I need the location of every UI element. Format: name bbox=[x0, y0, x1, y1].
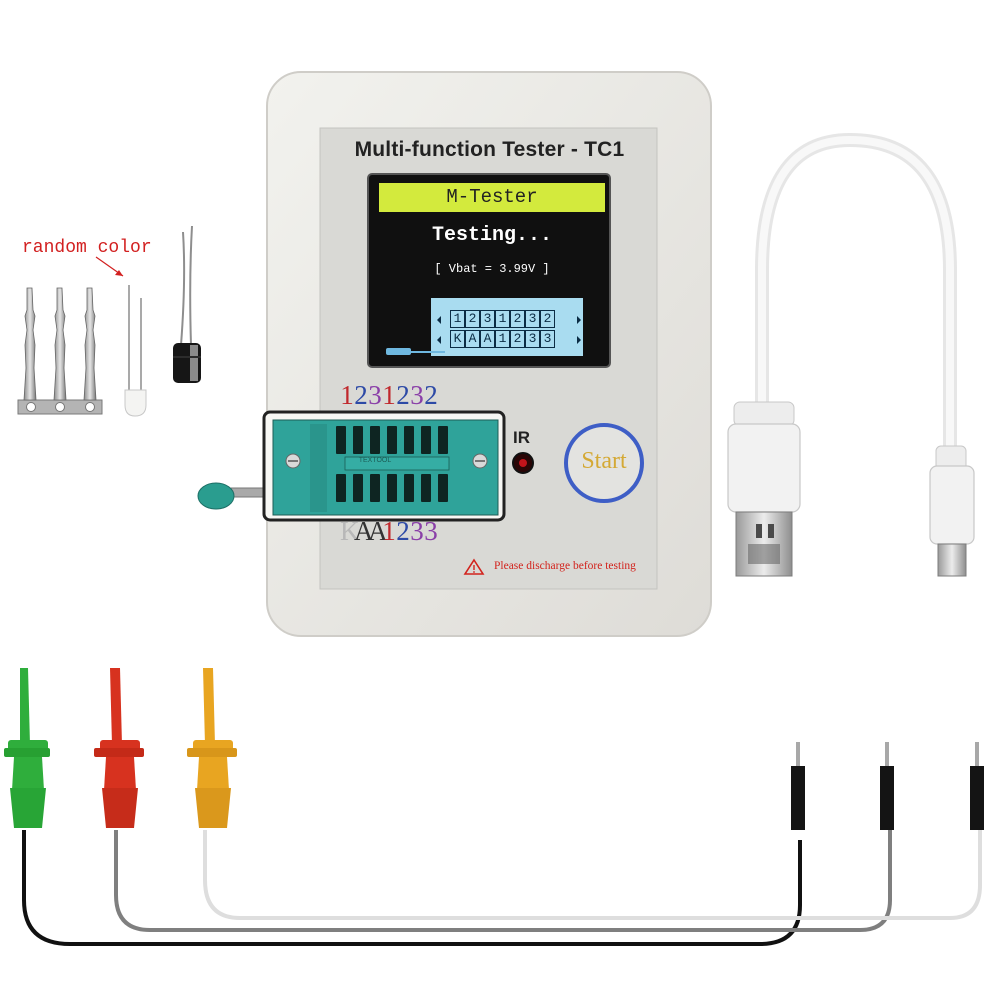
green-test-clip bbox=[4, 668, 50, 828]
usb-cable bbox=[727, 132, 975, 577]
socket-pin-label: 1 bbox=[382, 380, 396, 410]
socket-pin-label: 1 bbox=[382, 516, 396, 546]
lcd-pin-cell: 3 bbox=[525, 310, 540, 328]
probe-leads bbox=[4, 668, 984, 946]
socket-pin-label: 3 bbox=[410, 516, 424, 546]
capacitor-component bbox=[173, 225, 201, 383]
lcd-pin-cell: 1 bbox=[450, 310, 465, 328]
lcd-battery-text: [ Vbat = 3.99V ] bbox=[434, 262, 550, 276]
usb-a-plug-icon bbox=[727, 401, 801, 577]
socket-pin-label: A bbox=[354, 516, 374, 546]
lcd-pin-cell: 2 bbox=[510, 310, 525, 328]
socket-pin-label: 1 bbox=[340, 380, 354, 410]
dupont-connector-3 bbox=[970, 742, 984, 830]
dupont-connector-2 bbox=[880, 742, 894, 830]
lcd-banner-text: M-Tester bbox=[446, 186, 538, 208]
yellow-test-clip bbox=[187, 668, 237, 828]
micro-usb-plug-icon bbox=[929, 445, 975, 577]
socket-pin-label: 2 bbox=[354, 380, 368, 410]
lcd-pin-cell: 2 bbox=[510, 330, 525, 348]
start-button-label: Start bbox=[581, 448, 627, 474]
annotation-arrow bbox=[95, 256, 124, 277]
lcd-status-text: Testing... bbox=[431, 224, 553, 247]
loose-components bbox=[17, 225, 201, 417]
dupont-connector-1 bbox=[791, 742, 805, 830]
zif-socket bbox=[197, 410, 506, 522]
random-color-annotation: random color bbox=[22, 238, 152, 258]
lcd-pin-cell: 1 bbox=[495, 330, 510, 348]
lcd-pin-cell: 3 bbox=[540, 330, 555, 348]
lcd-banner-bar bbox=[379, 183, 605, 212]
discharge-warning: Please discharge before testing bbox=[494, 560, 636, 572]
lcd-pin-cell: A bbox=[465, 330, 480, 348]
lcd-pin-cell: 2 bbox=[540, 310, 555, 328]
lcd-pin-cell: 3 bbox=[525, 330, 540, 348]
lcd-pin-cell: K bbox=[450, 330, 465, 348]
led-component bbox=[124, 285, 147, 417]
socket-pin-label: A bbox=[368, 516, 388, 546]
test-pin-strip bbox=[17, 287, 103, 415]
socket-pin-label: 3 bbox=[410, 380, 424, 410]
ir-sensor bbox=[512, 452, 534, 474]
red-test-clip bbox=[94, 668, 144, 828]
socket-pin-label: K bbox=[340, 516, 360, 546]
lever-knob bbox=[197, 482, 235, 510]
socket-plate-text: TEXTOOL bbox=[358, 457, 392, 464]
ir-label: IR bbox=[513, 428, 530, 447]
device-title: Multi-function Tester - TC1 bbox=[354, 138, 625, 161]
start-button-shape bbox=[564, 423, 644, 503]
lcd-pin-cell: 3 bbox=[480, 310, 495, 328]
lcd-pin-cell: A bbox=[480, 330, 495, 348]
lcd-pin-cell: 1 bbox=[495, 310, 510, 328]
socket-pin-label: 2 bbox=[396, 516, 410, 546]
warning-triangle-icon bbox=[463, 558, 485, 575]
socket-pin-label: 3 bbox=[424, 516, 438, 546]
socket-pin-label: 3 bbox=[368, 380, 382, 410]
tester-device bbox=[197, 71, 712, 637]
socket-pin-label: 2 bbox=[424, 380, 438, 410]
socket-pin-label: 2 bbox=[396, 380, 410, 410]
lcd-pin-cell: 2 bbox=[465, 310, 480, 328]
